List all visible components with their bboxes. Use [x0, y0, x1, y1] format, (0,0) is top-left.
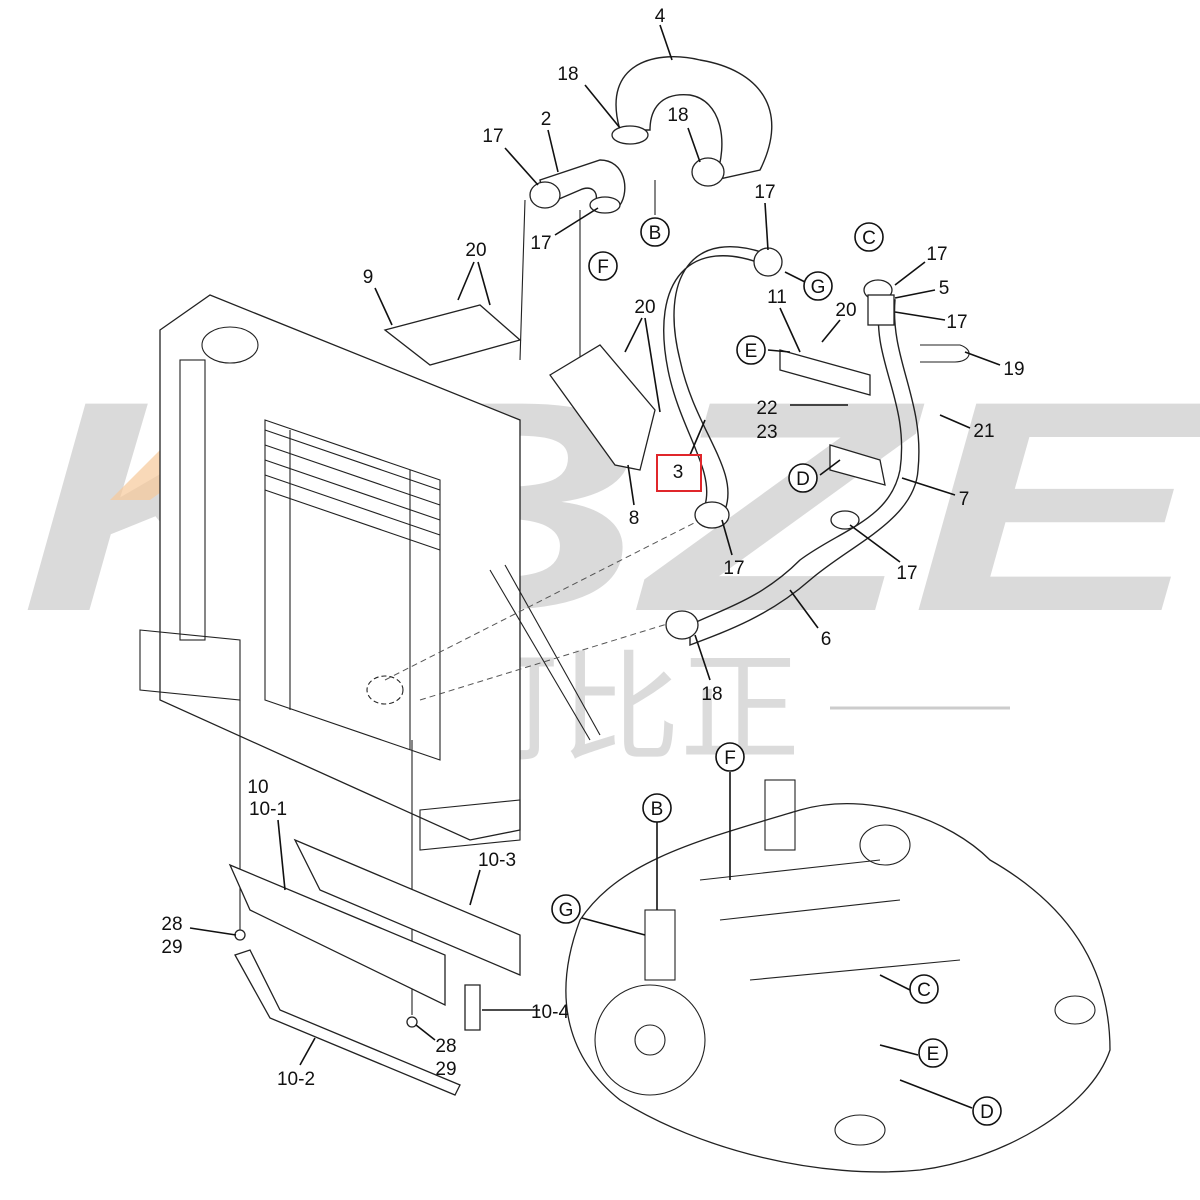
seal-10-1 [228, 863, 446, 1007]
callout-17: 17 [896, 563, 917, 584]
callout-17: 17 [946, 312, 967, 333]
callout-10-2: 10-2 [277, 1069, 315, 1090]
callout-20: 20 [835, 300, 856, 321]
ref-b: B [651, 799, 664, 820]
hose-6-7 [689, 299, 920, 647]
callout-28: 28 [161, 914, 182, 935]
callout-18: 18 [667, 105, 688, 126]
ref-c: C [862, 228, 876, 249]
callout-19: 19 [1003, 359, 1024, 380]
seal-10-3 [293, 838, 521, 976]
callout-5: 5 [939, 278, 950, 299]
callout-8: 8 [629, 508, 640, 529]
callout-17: 17 [530, 233, 551, 254]
callout-17: 17 [482, 126, 503, 147]
callout-18: 18 [701, 684, 722, 705]
ref-e: E [745, 341, 758, 362]
callout-29: 29 [161, 937, 182, 958]
leader-lines [189, 24, 1001, 1109]
callout-10-1: 10-1 [249, 799, 287, 820]
callout-10-3: 10-3 [478, 850, 516, 871]
clamp-18 [611, 125, 649, 145]
seal-10-4 [464, 984, 481, 1031]
highlight-part-3 [656, 454, 702, 492]
callout-20: 20 [634, 297, 655, 318]
hoses [529, 56, 920, 647]
bracket-9 [383, 304, 522, 366]
callout-7: 7 [959, 489, 970, 510]
seal-10-2 [234, 949, 461, 1096]
pipe-5 [867, 294, 895, 326]
oil-cooler [264, 429, 441, 551]
callout-6: 6 [821, 629, 832, 650]
ref-d: D [980, 1102, 994, 1123]
radiator-assembly [139, 294, 601, 851]
bracket-d [829, 444, 886, 486]
bracket-11 [779, 349, 871, 396]
callout-28: 28 [435, 1036, 456, 1057]
ref-f: F [597, 257, 609, 278]
clamp-17 [529, 181, 561, 209]
seal-kit [228, 838, 521, 1096]
ref-b: B [649, 223, 662, 244]
hose-4 [615, 56, 773, 181]
callout-10: 10 [247, 777, 268, 798]
clamp-18 [665, 610, 699, 640]
callout-3: 3 [673, 462, 684, 483]
callout-17: 17 [754, 182, 775, 203]
ref-g: G [559, 900, 574, 921]
ref-f: F [724, 748, 736, 769]
engine [565, 779, 1111, 1173]
ref-c: C [917, 980, 931, 1001]
cover-8 [549, 344, 656, 471]
callout-labels: 4 18 18 17 2 17 B F 17 G C 17 5 17 20 9 … [161, 6, 1024, 1123]
callout-29: 29 [435, 1059, 456, 1080]
reference-circles [551, 217, 1002, 1126]
callout-17: 17 [926, 244, 947, 265]
clamp-17 [753, 247, 783, 277]
callout-4: 4 [655, 6, 666, 27]
callout-23: 23 [756, 422, 777, 443]
clamp-18 [691, 157, 725, 187]
callout-21: 21 [973, 421, 994, 442]
ref-e: E [927, 1044, 940, 1065]
callout-10-4: 10-4 [531, 1002, 569, 1023]
clamp-17 [694, 501, 730, 529]
clamp-17 [830, 510, 860, 530]
callout-20: 20 [465, 240, 486, 261]
callout-17: 17 [723, 558, 744, 579]
callout-2: 2 [541, 109, 552, 130]
callout-11: 11 [767, 287, 787, 308]
ref-d: D [796, 469, 810, 490]
callout-9: 9 [363, 267, 374, 288]
brackets [383, 304, 970, 486]
callout-18: 18 [557, 64, 578, 85]
ref-g: G [811, 277, 826, 298]
callout-22: 22 [756, 398, 777, 419]
